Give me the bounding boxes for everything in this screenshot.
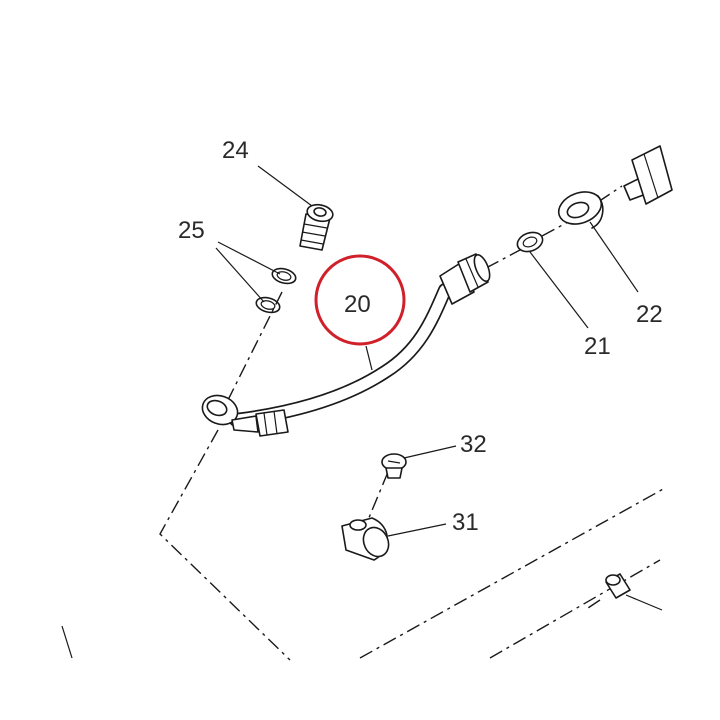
callout-31: 31 [452,509,479,536]
lower-right-part [605,573,631,599]
part-24-bolt[interactable] [299,202,334,251]
part-20-pipe[interactable] [198,253,493,437]
callout-24: 24 [222,137,249,164]
part-25-washers[interactable] [255,266,298,315]
part-32-screw[interactable] [381,453,407,479]
callout-22: 22 [636,301,663,328]
highlight-ring [314,254,406,346]
callout-labels: 24 25 20 21 22 32 31 [178,137,663,536]
callout-25: 25 [178,217,205,244]
assembly-centerlines [61,185,666,661]
part-31-clamp[interactable] [341,517,393,561]
mating-fitting [623,145,673,205]
callout-21: 21 [584,333,611,360]
callout-32: 32 [460,431,487,458]
callout-20: 20 [344,291,371,318]
part-22-grommet[interactable] [554,186,606,229]
leader-lines [215,165,639,537]
part-21-washer[interactable] [515,229,546,255]
